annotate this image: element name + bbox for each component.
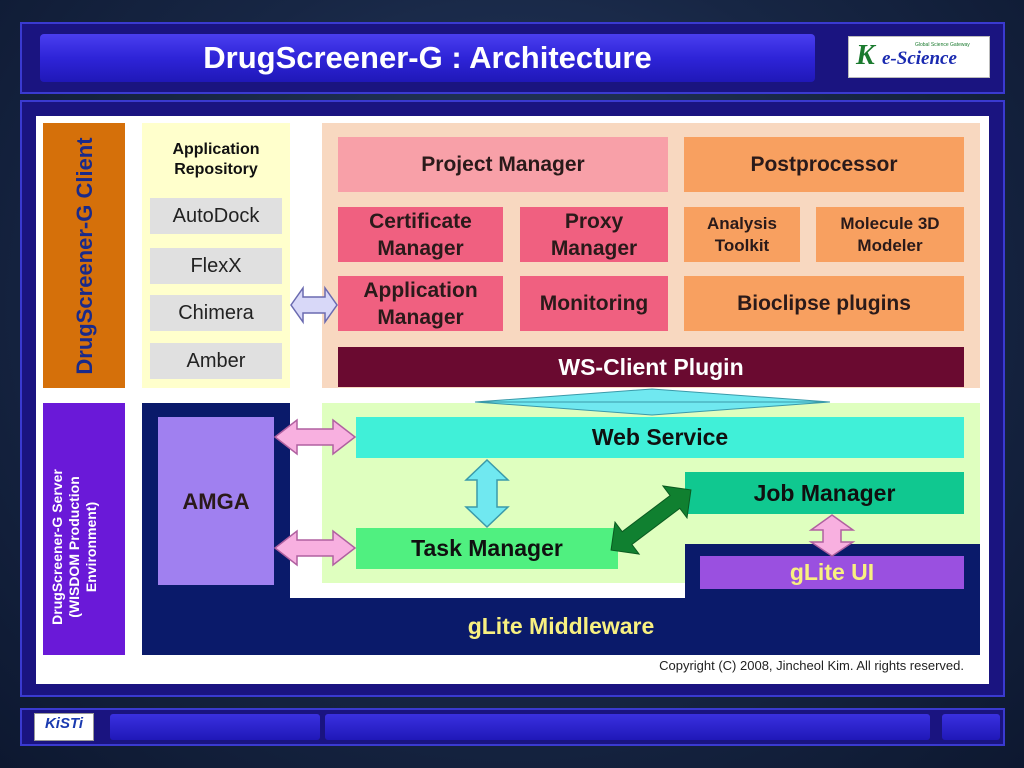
server-label-line3: Environment) (83, 501, 99, 593)
logo-k: K (856, 40, 875, 71)
job-manager-box: Job Manager (685, 472, 964, 514)
molecule-3d-modeler-box: Molecule 3D Modeler (816, 207, 964, 262)
copyright-notice: Copyright (C) 2008, Jincheol Kim. All ri… (659, 658, 964, 673)
footer-band (942, 714, 1000, 740)
repo-item-autodock: AutoDock (150, 198, 282, 234)
analysis-toolkit-box: Analysis Toolkit (684, 207, 800, 262)
task-manager-box: Task Manager (356, 528, 618, 569)
footer-band (110, 714, 320, 740)
repo-item-chimera: Chimera (150, 295, 282, 331)
glite-ui-box: gLite UI (700, 556, 964, 589)
server-label-line2: (WISDOM Production (66, 476, 82, 618)
monitoring-box: Monitoring (520, 276, 668, 331)
server-band (43, 403, 125, 655)
web-service-box: Web Service (356, 417, 964, 458)
title-band (40, 34, 815, 82)
logo-tagline: Global Science Gateway (915, 42, 970, 48)
amga-box: AMGA (158, 417, 274, 585)
server-label: DrugScreener-G Server (WISDOM Production… (49, 421, 119, 673)
logo-word: e-Science (882, 48, 957, 69)
project-manager-box: Project Manager (338, 137, 668, 192)
repo-title-line1: Application (172, 141, 260, 158)
glite-middleware-box: gLite Middleware (142, 598, 980, 655)
bioclipse-plugins-box: Bioclipse plugins (684, 276, 964, 331)
application-repository-title: Application Repository (142, 140, 290, 180)
repo-title-line2: Repository (174, 161, 258, 178)
proxy-manager-box: Proxy Manager (520, 207, 668, 262)
ws-client-plugin-box: WS-Client Plugin (338, 347, 964, 387)
slide-title: DrugScreener-G : Architecture (203, 40, 652, 75)
client-band (43, 123, 125, 388)
certificate-manager-box: Certificate Manager (338, 207, 503, 262)
postprocessor-box: Postprocessor (684, 137, 964, 192)
kisti-logo (34, 713, 94, 741)
repo-item-amber: Amber (150, 343, 282, 379)
footer-band (325, 714, 930, 740)
kisti-logo-text: KiSTi (44, 715, 84, 732)
client-label: DrugScreener-G Client (72, 137, 97, 375)
application-manager-box: Application Manager (338, 276, 503, 331)
e-science-logo (848, 36, 990, 78)
server-label-line1: DrugScreener-G Server (49, 469, 65, 625)
repo-item-flexx: FlexX (150, 248, 282, 284)
